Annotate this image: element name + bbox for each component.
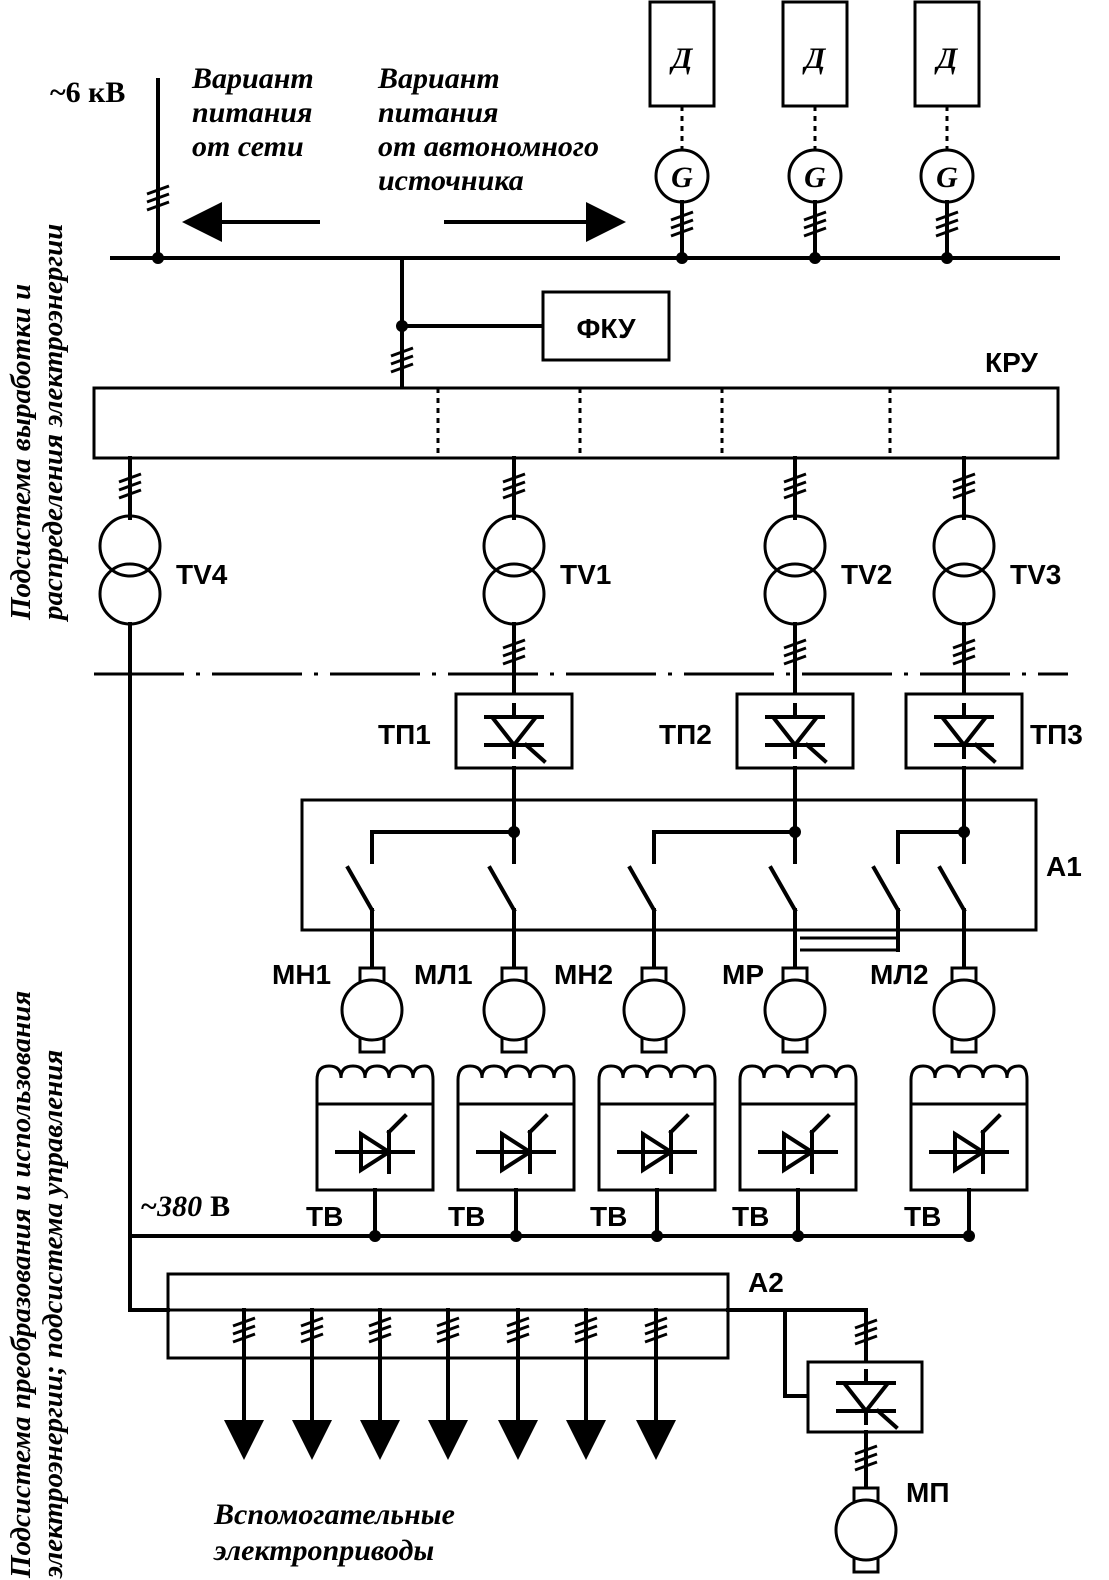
exciter-1: ТВ xyxy=(306,1064,435,1242)
generator-label: G xyxy=(804,161,826,194)
supply-voltage-label: ~6 кВ xyxy=(50,76,125,109)
diesel-label: Д xyxy=(669,42,694,75)
exciter-label: ТВ xyxy=(448,1201,485,1232)
diesel-label: Д xyxy=(802,42,827,75)
exciter-3: ТВ xyxy=(590,1064,717,1242)
exciter-2: ТВ xyxy=(448,1064,576,1242)
motor-label: МЛ1 xyxy=(414,959,473,990)
side-title-bottom: Подсистема преобразования и использовани… xyxy=(5,991,69,1579)
aux-motor-branch: МП xyxy=(783,1308,949,1574)
motor-label: МР xyxy=(722,959,764,990)
aux-drive-feeders xyxy=(224,1308,676,1460)
exciter-label: ТВ xyxy=(904,1201,941,1232)
switching-block-label: А1 xyxy=(1046,851,1082,882)
compensator-label: ФКУ xyxy=(576,313,636,344)
motor-label: МЛ2 xyxy=(870,959,929,990)
aux-drives-label: Вспомогательные электроприводы xyxy=(213,1498,455,1567)
transformer-label: TV3 xyxy=(1010,559,1061,590)
converter-tp2: ТП2 xyxy=(659,692,855,770)
diesel-box xyxy=(913,0,981,108)
motor-label: МН2 xyxy=(554,959,613,990)
exciter-label: ТВ xyxy=(590,1201,627,1232)
svg-text:от сети: от сети xyxy=(192,130,304,163)
motor-ml1: МЛ1 xyxy=(414,959,546,1054)
motor-ml2: МЛ2 xyxy=(870,959,996,1054)
transformer-tv3: TV3 xyxy=(932,456,1061,696)
switchgear-label: КРУ xyxy=(985,347,1038,378)
side-title-top: Подсистема выработки и распределения эле… xyxy=(5,224,69,623)
aux-block-label: А2 xyxy=(748,1267,784,1298)
diesel-generator-3: Д G xyxy=(913,0,981,264)
svg-text:источника: источника xyxy=(378,164,524,197)
generator-label: G xyxy=(671,161,693,194)
side-title-top-line2: распределения электроэнергии xyxy=(37,224,69,623)
motor-label: МН1 xyxy=(272,959,331,990)
exciter-5: ТВ xyxy=(904,1064,1029,1242)
svg-text:питания: питания xyxy=(378,96,499,129)
converter-tp3: ТП3 xyxy=(904,692,1083,770)
diesel-label: Д xyxy=(934,42,959,75)
svg-text:электроприводы: электроприводы xyxy=(213,1534,434,1567)
autonomous-option-label: Вариант питания от автономного источника xyxy=(377,62,599,197)
svg-text:питания: питания xyxy=(192,96,313,129)
converter-label: ТП1 xyxy=(378,719,431,750)
diesel-generator-1: Д G xyxy=(648,0,716,264)
contactors xyxy=(345,865,967,972)
converter-tp1: ТП1 xyxy=(378,692,574,770)
side-title-bottom-line1: Подсистема преобразования и использовани… xyxy=(5,991,37,1579)
side-title-bottom-line2: электроэнергии; подсистема управления xyxy=(37,1050,69,1579)
grid-option-label: Вариант питания от сети xyxy=(191,62,314,163)
svg-text:от автономного: от автономного xyxy=(378,130,599,163)
compensator-box xyxy=(541,290,671,362)
motor-mn2: МН2 xyxy=(554,959,686,1054)
switchgear-box xyxy=(92,386,1060,460)
exciter-4: ТВ xyxy=(732,1064,858,1242)
converter-label: ТП3 xyxy=(1030,719,1083,750)
transformer-label: TV4 xyxy=(176,559,228,590)
svg-text:Вариант: Вариант xyxy=(377,62,500,95)
diesel-generator-2: Д G xyxy=(781,0,849,264)
transformer-label: TV1 xyxy=(560,559,611,590)
transformer-label: TV2 xyxy=(841,559,892,590)
motor-mr: МР xyxy=(722,959,827,1054)
exciter-label: ТВ xyxy=(732,1201,769,1232)
aux-voltage-value: ~380 xyxy=(140,1190,202,1223)
motor-mn1: МН1 xyxy=(272,959,404,1054)
aux-motor-label: МП xyxy=(906,1477,949,1508)
transformer-tv4: TV4 xyxy=(98,456,228,626)
transformer-tv1: TV1 xyxy=(482,456,611,696)
generator-label: G xyxy=(936,161,958,194)
transformer-tv2: TV2 xyxy=(763,456,892,696)
svg-text:Вспомогательные: Вспомогательные xyxy=(213,1498,455,1531)
exciter-label: ТВ xyxy=(306,1201,343,1232)
svg-text:Вариант: Вариант xyxy=(191,62,314,95)
aux-voltage-unit: В xyxy=(210,1190,230,1223)
side-title-top-line1: Подсистема выработки и xyxy=(5,284,37,621)
converter-label: ТП2 xyxy=(659,719,712,750)
diesel-box xyxy=(781,0,849,108)
switching-block-a1 xyxy=(300,798,1038,932)
